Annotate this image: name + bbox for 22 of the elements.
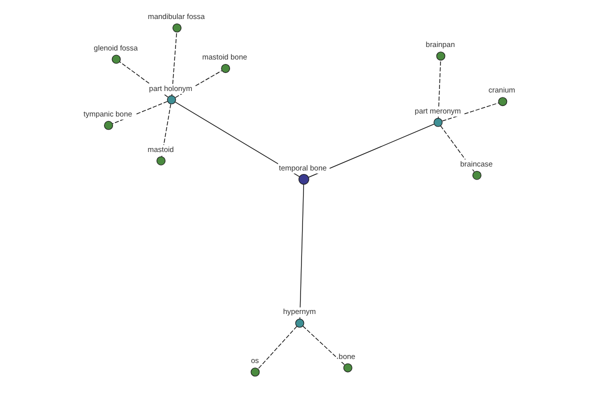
node-label: cranium <box>488 86 516 95</box>
node-label: mandibular fossa <box>148 12 205 21</box>
connector <box>161 104 172 157</box>
node-circle <box>498 97 508 106</box>
node-text: os <box>251 356 259 366</box>
node-circle <box>172 23 182 32</box>
connector <box>112 101 168 124</box>
connector <box>299 184 304 320</box>
connector <box>438 60 441 118</box>
connector <box>302 326 345 366</box>
connector <box>171 32 178 96</box>
connector <box>308 124 434 178</box>
node-label: glenoid fossa <box>94 43 138 52</box>
connector <box>258 326 298 370</box>
node-circle <box>112 54 121 64</box>
connector <box>442 102 500 122</box>
node-label: brainpan <box>426 40 455 50</box>
node-text: bone <box>338 352 356 361</box>
node-label: mastoid bone <box>202 52 248 62</box>
connector <box>440 126 475 172</box>
node-circle <box>221 64 230 73</box>
node-circle <box>436 52 446 61</box>
